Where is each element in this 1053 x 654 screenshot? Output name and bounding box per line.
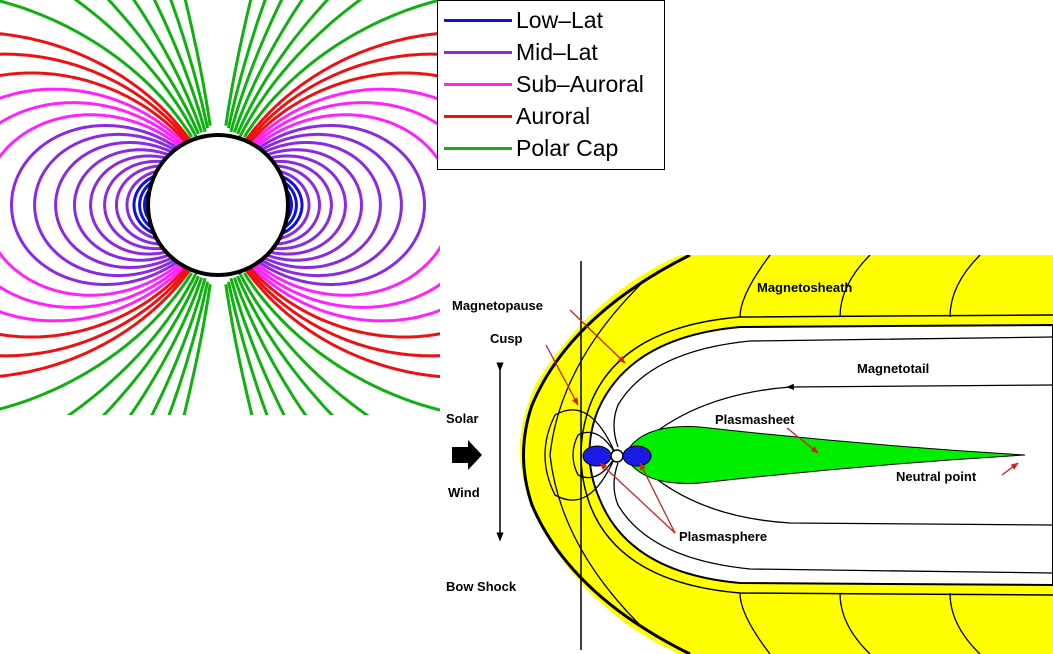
magnetosphere-diagram: Magnetosheath Magnetopause Cusp Magnetot… (446, 255, 1053, 654)
field-line (0, 71, 188, 339)
field-line (54, 141, 173, 269)
legend-item-sub-auroral: Sub–Auroral (438, 69, 664, 99)
plasmasheet-label: Plasmasheet (715, 412, 795, 427)
field-line (33, 132, 175, 278)
legend-label: Sub–Auroral (516, 71, 644, 97)
wind-label: Wind (448, 485, 480, 500)
legend-label: Low–Lat (516, 7, 603, 33)
field-line (138, 180, 153, 230)
plasmasphere-pointer-2 (639, 462, 676, 534)
magnetosheath-label: Magnetosheath (757, 280, 852, 295)
field-line (167, 0, 209, 415)
legend-swatch (444, 115, 512, 118)
field-line (66, 0, 199, 415)
field-line (267, 148, 363, 262)
dipole-field-diagram (0, 0, 440, 415)
tail-field-line-upper (613, 336, 1053, 448)
field-line (244, 31, 440, 379)
legend-item-auroral: Auroral (438, 101, 664, 131)
field-line (10, 124, 178, 286)
plasmasphere-left (582, 445, 612, 467)
sheath-line-1 (739, 255, 771, 318)
field-line (258, 124, 426, 286)
field-line (272, 159, 333, 251)
field-line (283, 180, 298, 230)
field-line (270, 154, 347, 256)
field-line (0, 113, 181, 297)
field-line (236, 0, 335, 415)
field-line (0, 52, 190, 358)
plasmasheet-pointer (786, 427, 819, 454)
bow-shock-curve (522, 255, 691, 654)
field-line (0, 101, 183, 309)
bow-shock-label: Bow Shock (446, 579, 517, 594)
dayside-loop-inner (572, 431, 616, 479)
field-line (227, 0, 269, 415)
field-line (253, 101, 440, 309)
sheath-line-6 (949, 592, 981, 654)
legend-item-low-lat: Low–Lat (438, 5, 664, 35)
sheath-line-2 (839, 255, 871, 318)
plasmasheet-region (624, 426, 1026, 484)
field-line (182, 0, 212, 415)
legend-swatch (444, 83, 512, 86)
field-line (246, 52, 440, 358)
earth-dot (610, 449, 624, 463)
legend-item-polar-cap: Polar Cap (438, 133, 664, 163)
solar-label: Solar (446, 411, 479, 426)
field-line (125, 170, 157, 240)
cusp-label: Cusp (490, 331, 523, 346)
field-line (237, 0, 370, 415)
legend-label: Polar Cap (516, 135, 619, 161)
legend-label: Mid–Lat (516, 39, 598, 65)
cusp-pointer (545, 344, 579, 406)
field-line (115, 164, 160, 246)
field-line (128, 0, 204, 415)
field-line (261, 132, 403, 278)
plasmasphere-label: Plasmasphere (679, 529, 767, 544)
legend-swatch (444, 19, 512, 22)
legend-swatch (444, 51, 512, 54)
dipole-field-lines (0, 0, 440, 415)
field-line (132, 175, 155, 235)
magnetotail-label: Magnetotail (857, 361, 929, 376)
earth-circle (146, 133, 290, 277)
field-line (89, 154, 166, 256)
field-line (73, 148, 169, 262)
plasmasphere-right (622, 445, 652, 467)
field-line (276, 164, 321, 246)
field-line (279, 170, 311, 240)
plasmasphere-pointer-1 (599, 462, 676, 534)
field-line (101, 0, 200, 415)
field-line (281, 175, 304, 235)
magnetopause-pointer (569, 309, 626, 364)
legend-item-mid-lat: Mid–Lat (438, 37, 664, 67)
sheath-line-3 (949, 255, 981, 318)
tail-field-line-lower (613, 462, 1053, 574)
field-line (251, 87, 440, 323)
field-line (229, 0, 286, 415)
magnetopause-label: Magnetopause (452, 298, 543, 313)
field-line (232, 0, 308, 415)
legend-swatch (444, 147, 512, 150)
field-line (243, 0, 440, 412)
field-line (255, 113, 440, 297)
field-line (0, 32, 192, 378)
solar-wind-arrow (452, 440, 482, 470)
field-line (0, 0, 193, 411)
field-line (263, 141, 382, 269)
field-line (150, 0, 207, 415)
neutral-point-pointer (1001, 462, 1019, 476)
field-line (248, 71, 440, 339)
field-line (103, 159, 164, 251)
field-line (224, 0, 254, 415)
legend-label: Auroral (516, 103, 591, 129)
neutral-point-label: Neutral point (896, 469, 977, 484)
legend: Low–Lat Mid–Lat Sub–Auroral Auroral Pola… (437, 0, 665, 170)
sheath-line-5 (839, 592, 871, 654)
field-line (0, 87, 185, 323)
sheath-line-4 (739, 592, 771, 654)
